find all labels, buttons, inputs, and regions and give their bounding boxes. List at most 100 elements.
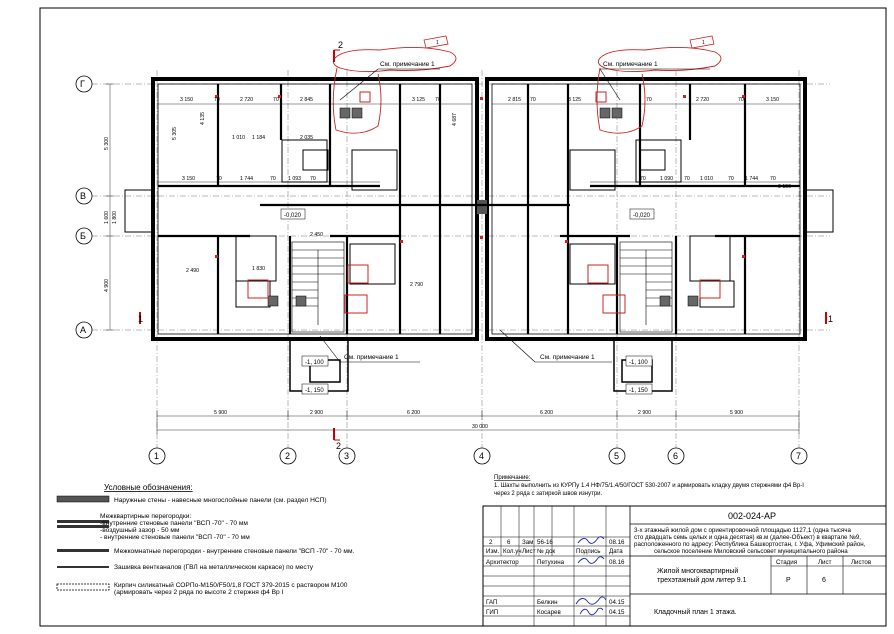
tb-rev-type: Зам — [522, 539, 533, 546]
tb-header-5: Дата — [609, 548, 623, 555]
axis-col-2: 2 — [285, 451, 290, 461]
floor-plan: 1 1 См. примечание 1 См. примечание 1 См… — [75, 35, 834, 465]
dim-mid-r-6: 70 — [770, 176, 776, 182]
dim-room-7: 4 135 — [200, 112, 206, 125]
dim-room-3: 1 830 — [252, 266, 265, 272]
dim-top-l-6: 70 — [435, 97, 441, 103]
dim-room-0: 1 010 — [232, 135, 245, 141]
tb-date-3: 04.15 — [609, 599, 625, 606]
note-line-2: через 2 ряда с затиркой швов изнутри. — [494, 490, 603, 497]
section-mark-left: 1 — [138, 314, 143, 324]
legend-swatch-room-walls — [57, 549, 109, 552]
entrance-vestibules — [289, 338, 673, 392]
legend-item-8: (армировать через 2 ряда по высоте 2 сте… — [114, 589, 283, 596]
tb-sheet: 6 — [822, 577, 826, 584]
legend: Условные обозначения: Наружные стены - н… — [56, 483, 354, 596]
legend-item-2: -внутренние стеновые панели "ВСП -70" - … — [100, 520, 248, 527]
axis-col-1: 1 — [154, 451, 159, 461]
dim-top-r-5: 70 — [738, 97, 744, 103]
tb-project-line-1: 3-х этажный жилой дом с ориентировочной … — [634, 527, 851, 534]
legend-swatch-apartment-walls — [57, 520, 109, 528]
dim-top-r-4: 2 720 — [696, 97, 709, 103]
mid-dimensions-left: 3 150 70 1 744 70 1 093 70 — [182, 176, 316, 182]
tb-project-line-3: расположенного по адресу: Республика Баш… — [634, 541, 866, 548]
top-dimensions-right: 2 815 70 3 125 70 2 720 70 3 150 — [508, 97, 779, 103]
level-mark-3: -1, 150 — [305, 388, 324, 394]
signature-rev — [577, 536, 605, 544]
dim-top-l-5: 3 125 — [412, 97, 425, 103]
dim-top-r-0: 2 815 — [508, 97, 521, 103]
callout-note-top-right: См. примечание 1 — [603, 61, 658, 68]
tb-role-4: ГИП — [486, 609, 498, 616]
tb-sheets-header: Листов — [851, 559, 872, 566]
tb-role-0: Архитектор — [486, 559, 519, 566]
tb-stage: Р — [786, 577, 791, 584]
level-mark-2: -1, 100 — [305, 360, 324, 366]
top-dimension-lines — [158, 103, 800, 183]
balcony-left — [124, 189, 154, 233]
section-mark-bottom: 2 — [336, 441, 341, 451]
dim-mid-r-5: 1 744 — [745, 176, 758, 182]
level-mark-1: -0,020 — [633, 213, 651, 219]
axis-col-6: 6 — [673, 451, 678, 461]
top-dimensions-left: 3 150 70 2 720 70 2 845 3 125 70 — [180, 97, 441, 103]
dim-bottom-3: 6 200 — [540, 410, 553, 416]
dim-mid-r-0: 70 — [640, 176, 646, 182]
level-mark-5: -1, 150 — [629, 388, 648, 394]
tb-name-0: Петухина — [537, 559, 565, 566]
tb-project-line-2: сто двадцать семь целых и одна десятая) … — [634, 534, 861, 541]
dim-mid-l-5: 70 — [310, 176, 316, 182]
dim-mid-l-4: 1 093 — [288, 176, 301, 182]
stairwell-right — [619, 241, 673, 333]
tb-date-0: 08.16 — [609, 559, 625, 566]
tb-name-3: Белкин — [537, 599, 558, 606]
legend-swatch-brick — [56, 583, 110, 591]
level-mark-0: -0,020 — [284, 213, 302, 219]
dim-room-5: 2 790 — [410, 282, 423, 288]
revision-clouds — [332, 46, 722, 134]
red-dots — [215, 95, 745, 258]
legend-item-1: Межквартирные перегородки: — [100, 513, 191, 520]
legend-item-6: Зашивка вентканалов (ГВЛ на металлическо… — [114, 564, 314, 571]
dim-bottom-4: 2 900 — [638, 410, 651, 416]
column-axis-bubbles: 1 2 3 4 5 6 7 — [148, 447, 808, 465]
dim-left-0: 5 300 — [104, 137, 110, 150]
dim-left-3: 4 900 — [104, 279, 110, 292]
tb-rev-doc: 56-16 — [537, 539, 553, 546]
dim-mid-r-7: 3 150 — [778, 184, 791, 190]
dim-top-r-1: 70 — [530, 97, 536, 103]
note-line-1: 1. Шахты выполнить из КУРПу 1.4 НФ/75/1.… — [494, 483, 804, 489]
tb-date-4: 04.15 — [609, 609, 625, 616]
dim-top-l-0: 3 150 — [180, 97, 193, 103]
legend-swatch-outer-walls — [56, 495, 110, 503]
callout-note-top-left: См. примечание 1 — [380, 61, 435, 68]
revision-tags: 1 1 — [423, 35, 715, 49]
level-mark-4: -1, 100 — [629, 360, 648, 366]
legend-item-0: Наружные стены - навесные многослойные п… — [114, 496, 327, 504]
section-mark-top: 2 — [338, 40, 343, 50]
tb-name-4: Косарев — [537, 609, 561, 616]
room-dimensions: 1 010 1 184 2 035 1 830 2 490 2 790 4 68… — [172, 112, 458, 288]
dim-room-2: 2 035 — [300, 135, 313, 141]
tb-sheet-header: Лист — [818, 559, 832, 566]
dim-room-8: 5 305 — [172, 127, 178, 140]
dim-top-r-2: 3 125 — [568, 97, 581, 103]
axis-row-v: В — [80, 191, 86, 201]
axis-row-b: Б — [80, 231, 86, 241]
tb-rev-date: 08.16 — [609, 539, 625, 546]
tb-header-4: Подпись — [576, 548, 601, 555]
tb-header-2: Лист — [522, 548, 536, 555]
callout-leaders — [319, 68, 710, 363]
axis-col-5: 5 — [614, 451, 619, 461]
bottom-dimension-lines — [156, 410, 800, 434]
grid-lines — [92, 70, 830, 448]
tb-object-line-2: трехэтажный дом литер 9.1 — [657, 576, 747, 584]
legend-item-4: - внутренние стеновые панели "ВСП -70" -… — [100, 534, 250, 541]
dim-mid-l-1: 70 — [216, 176, 222, 182]
left-dimension-line — [106, 83, 114, 331]
dim-room-1: 1 184 — [252, 135, 265, 141]
section-link — [477, 200, 487, 214]
dim-top-l-2: 2 720 — [240, 97, 253, 103]
dim-mid-r-2: 70 — [684, 176, 690, 182]
axis-col-3: 3 — [344, 451, 349, 461]
